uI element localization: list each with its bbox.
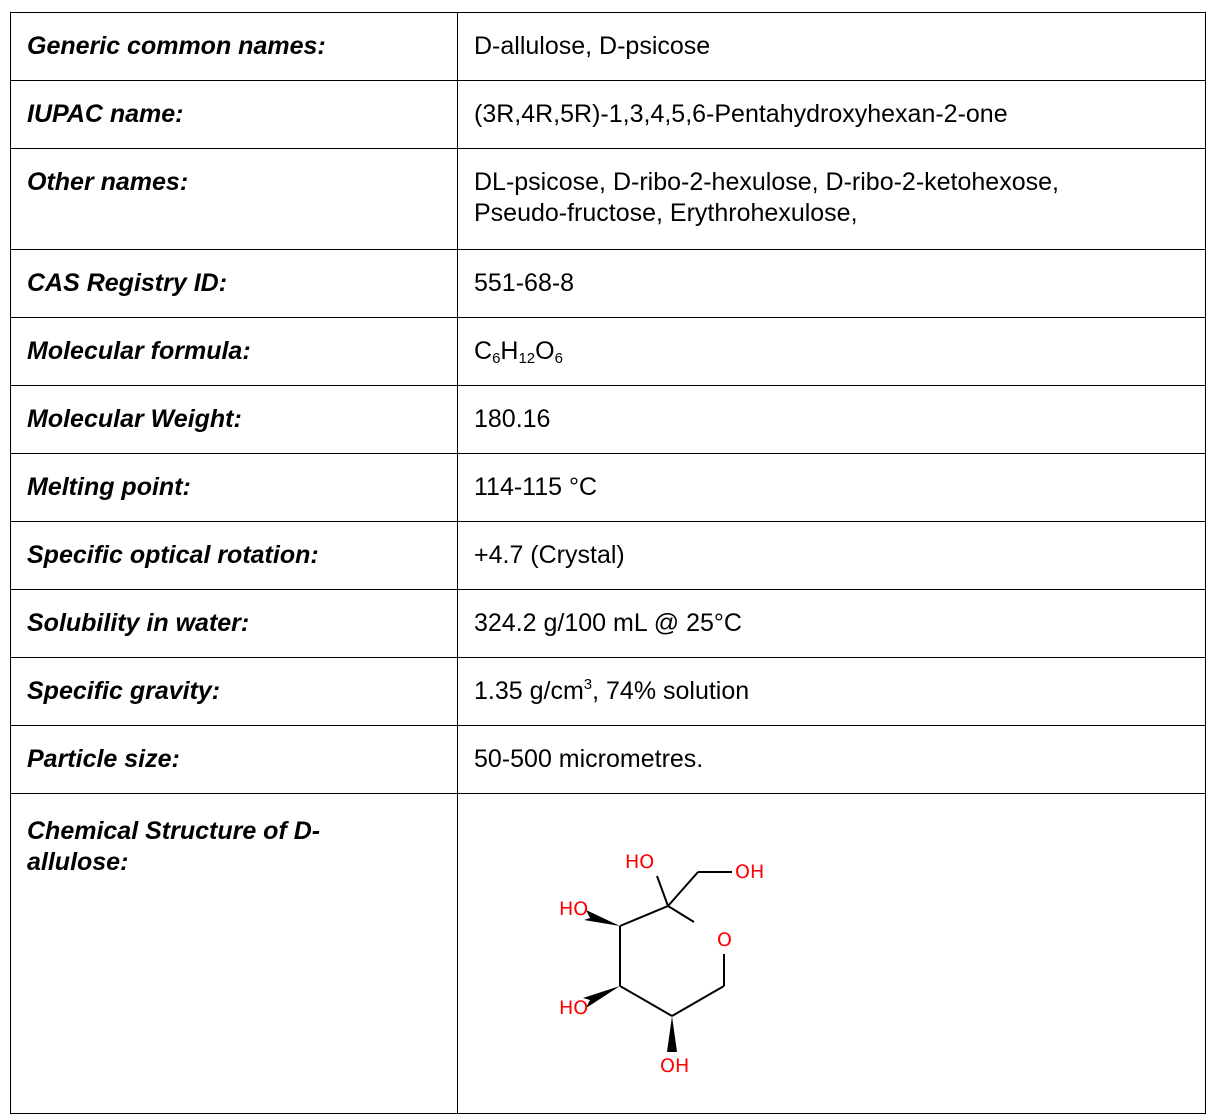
row-label: Melting point:	[10, 453, 458, 522]
formula-o-count: 6	[554, 350, 563, 367]
row-value: (3R,4R,5R)-1,3,4,5,6-Pentahydroxyhexan-2…	[457, 80, 1206, 149]
wedge-bonds	[583, 910, 677, 1052]
ring-bonds	[619, 871, 732, 1017]
chemical-structure: HO OH HO O HO OH	[474, 812, 774, 1092]
table-row: Other names: DL-psicose, D-ribo-2-hexulo…	[10, 148, 1206, 250]
atom-label: OH	[735, 861, 764, 883]
structure-cell: HO OH HO O HO OH	[457, 793, 1206, 1114]
atom-label: HO	[625, 851, 654, 873]
table-row: Particle size: 50-500 micrometres.	[10, 725, 1206, 794]
formula-c-count: 6	[492, 350, 501, 367]
row-value: 551-68-8	[457, 249, 1206, 318]
table-row: Specific gravity: 1.35 g/cm3, 74% soluti…	[10, 657, 1206, 726]
table-row: Melting point: 114-115 °C	[10, 453, 1206, 522]
row-label: IUPAC name:	[10, 80, 458, 149]
value-text: , 74% solution	[592, 677, 750, 705]
row-label: Chemical Structure of D- allulose:	[10, 793, 458, 1114]
table-row: Solubility in water: 324.2 g/100 mL @ 25…	[10, 589, 1206, 658]
row-label: Solubility in water:	[10, 589, 458, 658]
row-value: 324.2 g/100 mL @ 25°C	[457, 589, 1206, 658]
d-allulose-structure-diagram: HO OH HO O HO OH	[559, 851, 764, 1077]
table-row: Molecular Weight: 180.16	[10, 385, 1206, 454]
table-row: Generic common names: D-allulose, D-psic…	[10, 12, 1206, 81]
row-label: CAS Registry ID:	[10, 249, 458, 318]
row-label: Specific optical rotation:	[10, 521, 458, 590]
formula-h-count: 12	[518, 350, 536, 367]
atom-label: HO	[559, 997, 588, 1019]
label-line: Chemical Structure of D-	[27, 817, 321, 845]
row-label: Generic common names:	[10, 12, 458, 81]
table-row: Specific optical rotation: +4.7 (Crystal…	[10, 521, 1206, 590]
row-value: DL-psicose, D-ribo-2-hexulose, D-ribo-2-…	[457, 148, 1206, 250]
row-value: 180.16	[457, 385, 1206, 454]
value-line: DL-psicose, D-ribo-2-hexulose, D-ribo-2-…	[474, 168, 1059, 196]
row-label: Particle size:	[10, 725, 458, 794]
row-value: 114-115 °C	[457, 453, 1206, 522]
table-row: Chemical Structure of D- allulose:	[10, 793, 1206, 1114]
row-label: Other names:	[10, 148, 458, 250]
table-row: IUPAC name: (3R,4R,5R)-1,3,4,5,6-Pentahy…	[10, 80, 1206, 149]
row-label: Specific gravity:	[10, 657, 458, 726]
atom-label: HO	[559, 898, 588, 920]
table-row: CAS Registry ID: 551-68-8	[10, 249, 1206, 318]
row-value: 50-500 micrometres.	[457, 725, 1206, 794]
row-value: 1.35 g/cm3, 74% solution	[457, 657, 1206, 726]
row-label: Molecular formula:	[10, 317, 458, 386]
superscript-3: 3	[583, 676, 593, 693]
table-row: Molecular formula: C6H12O6	[10, 317, 1206, 386]
row-value: +4.7 (Crystal)	[457, 521, 1206, 590]
properties-table: Generic common names: D-allulose, D-psic…	[10, 12, 1206, 1114]
label-line: allulose:	[27, 848, 129, 876]
value-line: Pseudo-fructose, Erythrohexulose,	[474, 199, 858, 227]
row-label: Molecular Weight:	[10, 385, 458, 454]
formula-o: O	[535, 337, 555, 365]
atom-label: O	[717, 929, 732, 951]
row-value: D-allulose, D-psicose	[457, 12, 1206, 81]
formula-c: C	[474, 337, 493, 365]
atom-label: OH	[660, 1055, 689, 1077]
molecular-formula: C6H12O6	[457, 317, 1206, 386]
value-text: 1.35 g/cm	[474, 677, 584, 705]
formula-h: H	[500, 337, 519, 365]
